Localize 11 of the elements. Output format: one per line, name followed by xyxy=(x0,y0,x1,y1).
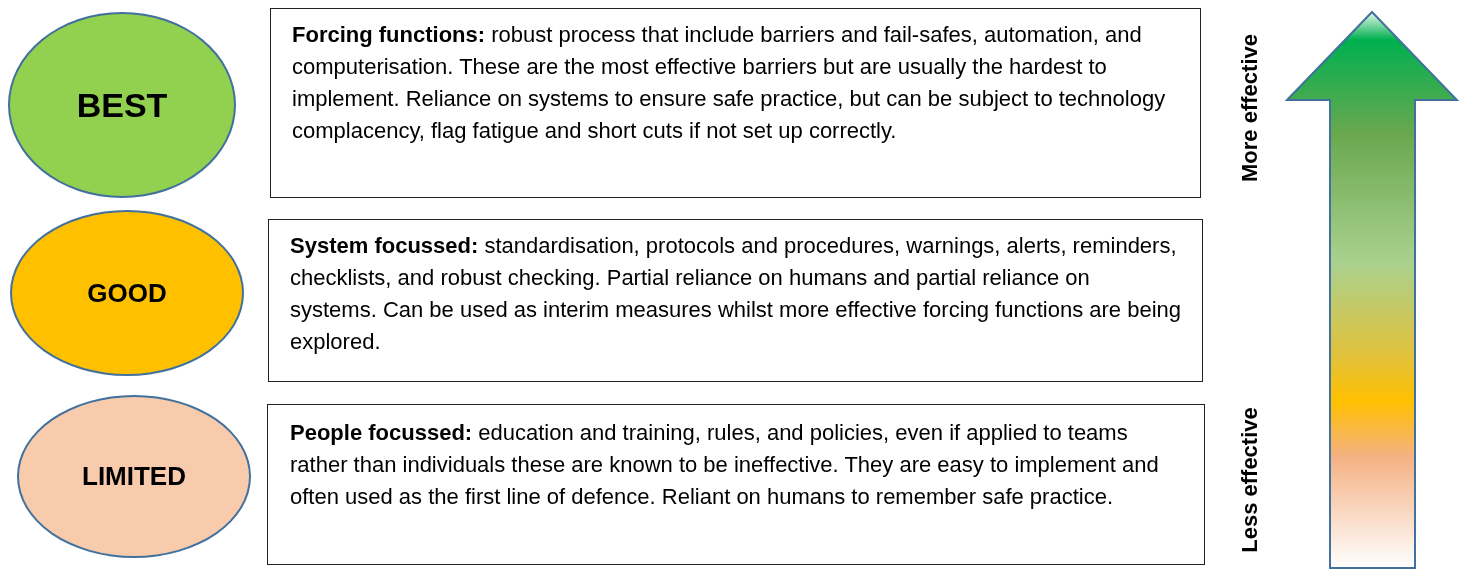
description-text: Forcing functions: robust process that include barriers and fail-safes, automation, and computerisation. These are the most effective barriers but are usually the hardest to implement. Reliance on systems to ensure safe practice, but can be subject to technology complacency, flag fatigue and short cuts if not set up correctly. xyxy=(292,21,1167,145)
rating-label: GOOD xyxy=(87,277,167,309)
description-box xyxy=(267,404,1205,565)
rating-label: BEST xyxy=(76,85,168,125)
rating-label: LIMITED xyxy=(82,461,186,492)
description-box xyxy=(270,8,1201,198)
axis-label: Less effective xyxy=(1237,407,1263,553)
description-text: People focussed: education and training, rules, and policies, even if applied to teams rather than individuals these are known to be ineffective. They are easy to implement and often used as the first line of defence. Reliant on humans to remember safe practice. xyxy=(290,419,1160,511)
axis-label: More effective xyxy=(1237,34,1263,182)
description-box xyxy=(268,219,1203,382)
description-text: System focussed: standardisation, protocols and procedures, warnings, alerts, reminders, checklists, and robust checking. Partial reliance on humans and partial reliance on systems. Can be used as interim measures whilst more effective forcing functions are being explored. xyxy=(290,232,1182,356)
